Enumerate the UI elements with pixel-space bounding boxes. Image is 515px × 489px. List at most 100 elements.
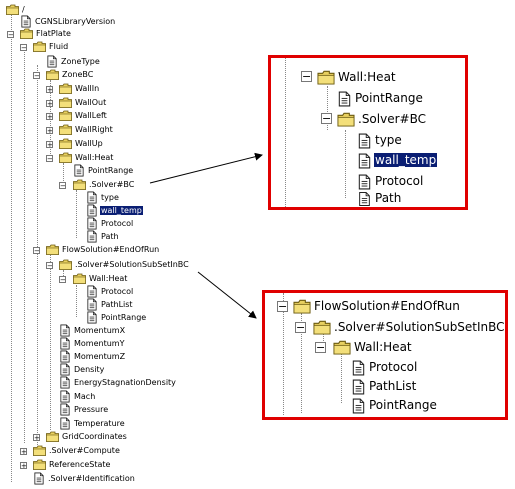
tree-node-path[interactable]: Path (86, 230, 120, 243)
zoom-node-wall-heat[interactable]: Wall:Heat (333, 337, 413, 357)
tree-node-solver-bc[interactable]: .Solver#BC (73, 178, 135, 191)
tree-node-solver-compute[interactable]: .Solver#Compute (33, 444, 121, 457)
tree-node-subset-protocol[interactable]: Protocol (86, 285, 134, 298)
zoom-node-point-range[interactable]: PointRange (337, 88, 424, 108)
tree-node-subset-path-list[interactable]: PathList (86, 298, 134, 311)
expander-icon[interactable]: − (315, 341, 326, 354)
file-icon (60, 417, 70, 430)
tree-node-fluid[interactable]: Fluid (33, 40, 69, 53)
file-icon (60, 324, 70, 337)
expander-icon[interactable]: + (46, 86, 53, 94)
tree-node-zonetype[interactable]: ZoneType (46, 55, 101, 68)
expander-icon[interactable]: − (295, 321, 306, 334)
node-label: MomentumX (74, 326, 126, 335)
node-label: EnergyStagnationDensity (74, 378, 176, 387)
tree-node-density[interactable]: Density (59, 363, 105, 376)
zoom-node-wall-heat[interactable]: Wall:Heat (317, 67, 397, 87)
expander-icon[interactable]: + (46, 113, 53, 121)
zoom-node-flow-solution[interactable]: FlowSolution#EndOfRun (293, 296, 461, 316)
tree-node-wall-right[interactable]: WallRight (59, 123, 114, 136)
expander-icon[interactable]: − (321, 112, 332, 125)
node-label: ReferenceState (49, 460, 111, 469)
expander-icon[interactable]: + (46, 141, 53, 149)
expander-icon[interactable]: + (20, 462, 27, 470)
folder-icon (59, 138, 72, 149)
folder-icon (46, 69, 59, 80)
tree-node-point-range[interactable]: PointRange (73, 164, 134, 177)
tree-node-momentum-x[interactable]: MomentumX (59, 324, 126, 337)
tree-node-wall-heat[interactable]: Wall:Heat (59, 151, 114, 164)
node-label: Protocol (369, 360, 418, 374)
tree-node-wall-in[interactable]: WallIn (59, 82, 100, 95)
tree-node-root[interactable]: / (6, 3, 26, 16)
zoom-node-path[interactable]: Path (357, 191, 402, 206)
node-label: PointRange (369, 398, 437, 412)
zoom-node-path-list[interactable]: PathList (351, 376, 417, 396)
tree-node-grid-coordinates[interactable]: GridCoordinates (46, 430, 128, 443)
tree-node-flow-solution[interactable]: FlowSolution#EndOfRun (46, 243, 160, 256)
tree-node-cgns-library-version[interactable]: CGNSLibraryVersion (20, 15, 116, 28)
expander-icon[interactable]: − (7, 31, 14, 39)
file-icon (87, 298, 97, 311)
tree-node-energy-stagnation-density[interactable]: EnergyStagnationDensity (59, 376, 177, 389)
expander-icon[interactable]: − (301, 70, 312, 83)
folder-icon (33, 445, 46, 456)
zoom-node-point-range[interactable]: PointRange (351, 395, 438, 415)
node-label: WallLeft (75, 111, 107, 120)
node-label: ZoneBC (62, 70, 94, 79)
node-label: CGNSLibraryVersion (35, 17, 116, 26)
tree-node-pressure[interactable]: Pressure (59, 403, 109, 416)
expander-icon[interactable]: − (59, 182, 66, 190)
expander-icon[interactable]: + (46, 100, 53, 108)
tree-line (76, 285, 77, 317)
tree-node-wall-temp-selected[interactable]: wall_temp (86, 204, 143, 217)
tree-node-momentum-z[interactable]: MomentumZ (59, 350, 126, 363)
zoom-node-solver-subset[interactable]: .Solver#SolutionSubSetInBC (313, 317, 506, 337)
tree-node-solver-subset[interactable]: .Solver#SolutionSubSetInBC (59, 258, 190, 271)
folder-icon (313, 320, 331, 335)
expander-icon[interactable]: − (33, 247, 40, 255)
file-icon (358, 133, 371, 148)
tree-node-reference-state[interactable]: ReferenceState (33, 458, 111, 471)
tree-node-temperature[interactable]: Temperature (59, 417, 126, 430)
tree-node-momentum-y[interactable]: MomentumY (59, 337, 125, 350)
file-icon (352, 398, 365, 413)
node-label: Wall:Heat (89, 274, 128, 283)
node-label: Path (375, 191, 402, 205)
node-label: Fluid (49, 42, 69, 51)
zoom-node-protocol[interactable]: Protocol (351, 357, 418, 377)
zoom-node-solver-bc[interactable]: .Solver#BC (337, 109, 427, 129)
expander-icon[interactable]: − (59, 276, 66, 284)
file-icon (87, 204, 97, 217)
tree-line (50, 255, 51, 430)
zoom-node-type[interactable]: type (357, 130, 403, 150)
expander-icon[interactable]: + (33, 434, 40, 442)
expander-icon[interactable]: − (46, 262, 53, 270)
zoom-node-protocol[interactable]: Protocol (357, 171, 424, 191)
tree-node-subset-point-range[interactable]: PointRange (86, 311, 147, 324)
expander-icon[interactable]: − (33, 72, 40, 80)
tree-node-subset-wall-heat[interactable]: Wall:Heat (73, 272, 128, 285)
tree-node-flatplate[interactable]: FlatPlate (20, 27, 72, 40)
expander-icon[interactable]: + (46, 127, 53, 135)
node-label: WallRight (75, 125, 113, 134)
node-label: WallUp (75, 139, 103, 148)
node-label: type (101, 193, 119, 202)
expander-icon[interactable]: − (20, 44, 27, 52)
tree-node-wall-up[interactable]: WallUp (59, 137, 104, 150)
file-icon (60, 337, 70, 350)
tree-node-zonebc[interactable]: ZoneBC (46, 68, 94, 81)
expander-icon[interactable]: − (46, 155, 53, 163)
tree-node-solver-identification[interactable]: .Solver#Identification (33, 472, 136, 485)
tree-node-wall-out[interactable]: WallOut (59, 96, 107, 109)
tree-line (11, 32, 12, 482)
tree-node-mach[interactable]: Mach (59, 390, 96, 403)
expander-icon[interactable]: − (277, 300, 288, 313)
folder-icon (73, 179, 86, 190)
tree-node-type[interactable]: type (86, 191, 120, 204)
zoom-node-wall-temp-selected[interactable]: wall_temp (357, 150, 438, 170)
node-label: .Solver#BC (358, 112, 426, 126)
tree-node-protocol[interactable]: Protocol (86, 217, 134, 230)
tree-node-wall-left[interactable]: WallLeft (59, 109, 108, 122)
expander-icon[interactable]: + (20, 448, 27, 456)
